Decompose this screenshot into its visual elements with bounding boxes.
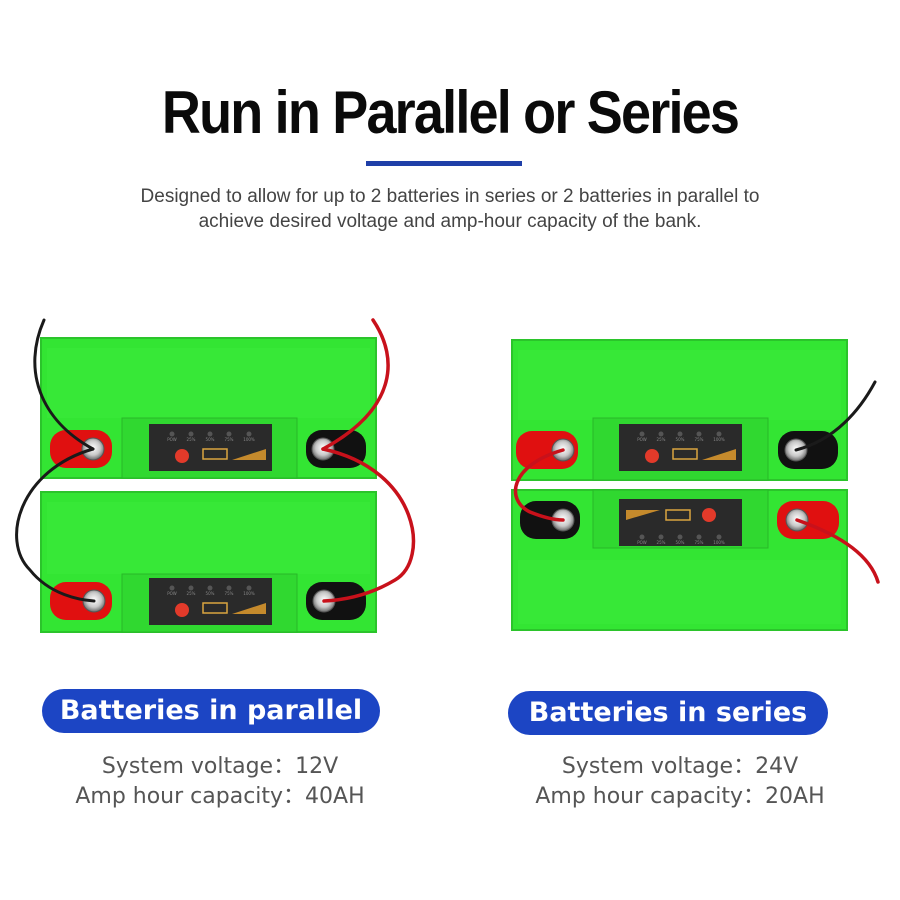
indicator-label: 50%: [206, 437, 215, 442]
indicator-panel: POW 25% 50% 75% 100%: [149, 578, 272, 625]
indicator-label: 25%: [657, 437, 666, 442]
positive-terminal: [50, 430, 112, 468]
subtitle-line-1: Designed to allow for up to 2 batteries …: [140, 186, 760, 207]
indicator-label: POW: [167, 437, 177, 442]
indicator-label: 25%: [187, 591, 196, 596]
indicator-label: 75%: [225, 437, 234, 442]
page-subtitle: Designed to allow for up to 2 batteries …: [100, 184, 800, 234]
series-battery-top: POW 25% 50% 75% 100%: [511, 339, 848, 481]
indicator-label: 75%: [695, 437, 704, 442]
parallel-battery-bottom: POW 25% 50% 75% 100%: [40, 491, 377, 633]
parallel-specs: System voltage：12V Amp hour capacity：40A…: [20, 752, 420, 812]
parallel-battery-top: POW 25% 50% 75% 100%: [40, 337, 377, 479]
series-voltage: System voltage：24V: [561, 754, 799, 779]
positive-terminal: [516, 431, 578, 469]
indicator-label: 75%: [695, 540, 704, 545]
series-wires: [513, 380, 880, 584]
indicator-label: 50%: [676, 437, 685, 442]
indicator-panel: POW 25% 50% 75% 100%: [619, 424, 742, 471]
series-capacity: Amp hour capacity：20AH: [535, 784, 825, 809]
indicator-label: 50%: [206, 591, 215, 596]
indicator-label: 100%: [713, 540, 725, 545]
indicator-label: 75%: [225, 591, 234, 596]
indicator-panel: POW 25% 50% 75% 100%: [619, 499, 742, 546]
title-underline: [366, 161, 522, 166]
indicator-label: 25%: [657, 540, 666, 545]
indicator-label: 100%: [243, 591, 255, 596]
positive-terminal: [50, 582, 112, 620]
parallel-capacity: Amp hour capacity：40AH: [75, 784, 365, 809]
indicator-label: 100%: [243, 437, 255, 442]
parallel-wires: [15, 318, 416, 603]
indicator-panel: POW 25% 50% 75% 100%: [149, 424, 272, 471]
indicator-label: POW: [637, 540, 647, 545]
indicator-label: 25%: [187, 437, 196, 442]
series-specs: System voltage：24V Amp hour capacity：20A…: [480, 752, 880, 812]
indicator-label: 50%: [676, 540, 685, 545]
page-title: Run in Parallel or Series: [161, 79, 740, 146]
parallel-voltage: System voltage：12V: [101, 754, 339, 779]
series-battery-bottom: POW 25% 50% 75% 100%: [511, 489, 848, 631]
parallel-label: Batteries in parallel: [42, 689, 380, 733]
subtitle-line-2: achieve desired voltage and amp-hour cap…: [198, 211, 702, 232]
indicator-label: POW: [167, 591, 177, 596]
indicator-label: 100%: [713, 437, 725, 442]
series-label: Batteries in series: [508, 691, 828, 735]
indicator-label: POW: [637, 437, 647, 442]
